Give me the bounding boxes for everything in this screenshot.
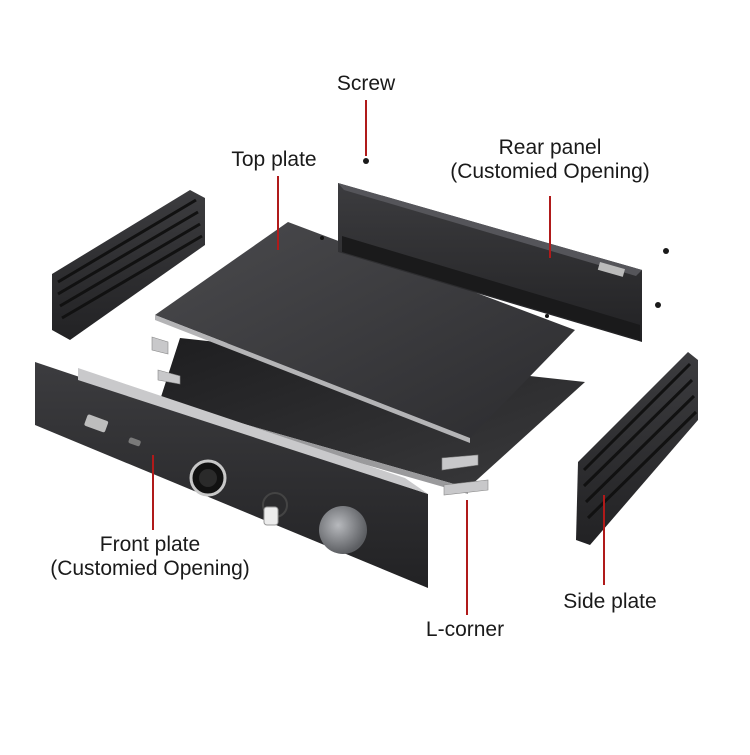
right-side-plate [576,352,698,545]
left-side-plate [52,190,205,340]
leader-lines [152,100,605,615]
front-plate [35,362,428,588]
l-corner-label: L-corner [405,618,525,642]
side-plate-label-text: Side plate [563,590,657,613]
rear-panel [338,183,642,342]
l-corner-label-text: L-corner [425,618,505,641]
l-corner-bracket [151,336,489,496]
top-plate-label: Top plate [204,148,344,172]
front-plate-label: Front plate (Customied Opening) [25,533,275,581]
top-plate [155,222,575,443]
screw-icon [363,158,669,308]
screw-label-text: Screw [336,72,396,95]
rear-panel-label-line1: Rear panel [498,136,602,159]
screw-label: Screw [316,72,416,96]
rear-panel-label-line2: (Customied Opening) [450,160,650,183]
top-plate-label-text: Top plate [231,148,317,171]
front-plate-label-line1: Front plate [99,533,201,556]
front-plate-label-line2: (Customied Opening) [50,557,250,580]
side-plate-label: Side plate [545,590,675,614]
rear-panel-label: Rear panel (Customied Opening) [425,136,675,184]
